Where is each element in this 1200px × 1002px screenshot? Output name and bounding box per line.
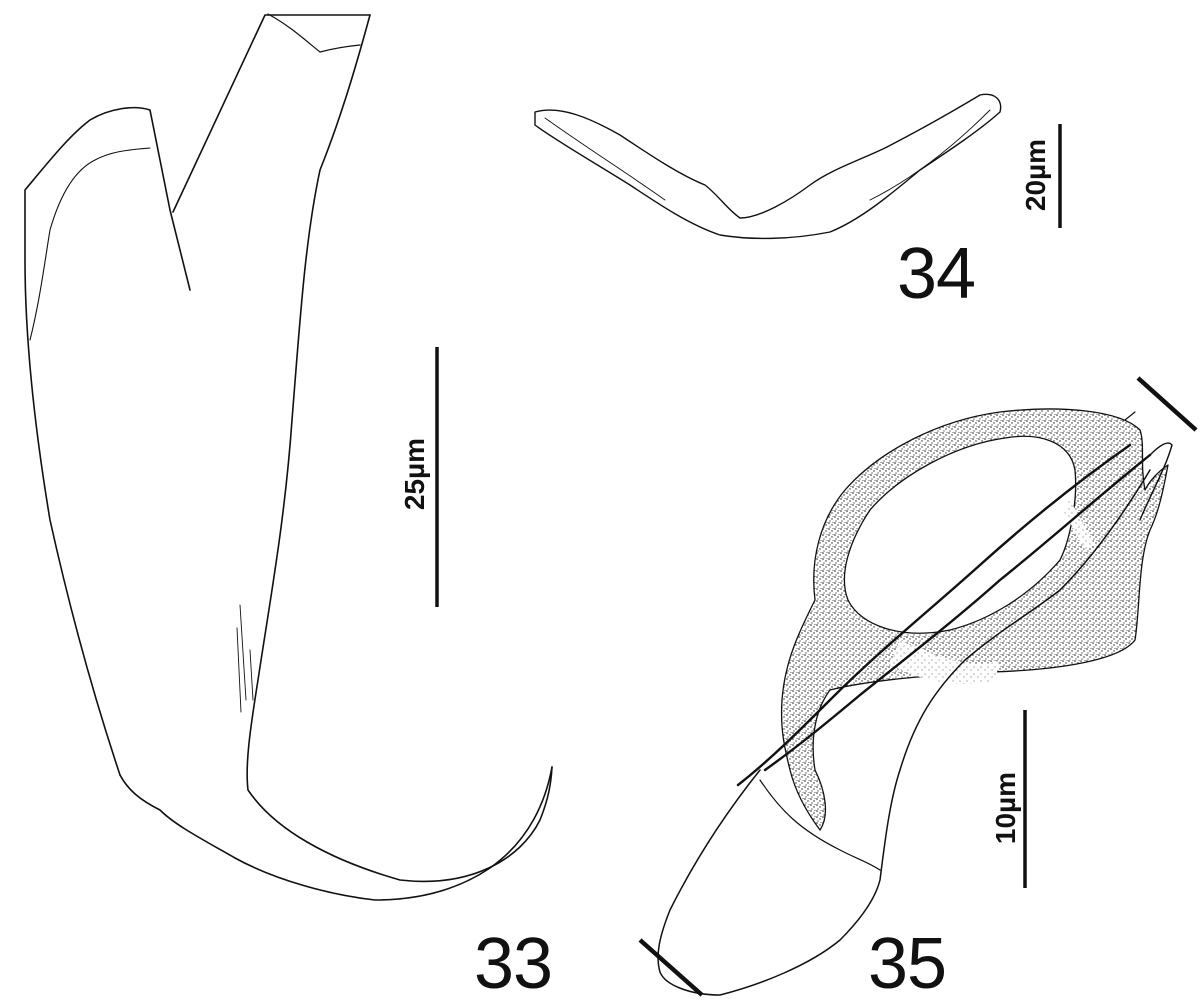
bar-drawing (534, 93, 1002, 240)
copulatory-tube (657, 469, 1151, 996)
anchor-point-inner (119, 766, 553, 901)
scale-label-33: 25µm (399, 437, 430, 511)
penis-line-1 (736, 443, 1132, 787)
anchor-deep-root (172, 14, 371, 213)
figure-number-35: 35 (868, 924, 947, 1002)
orientation-mark-top (1136, 376, 1198, 432)
anchor-drawing (24, 13, 553, 901)
anchor-inner-contour (29, 147, 151, 341)
accessory-piece (780, 408, 1169, 831)
figure-number-34: 34 (897, 234, 976, 314)
copulatory-organ-drawing (657, 408, 1173, 996)
anchor-root-cap (267, 13, 361, 53)
scale-label-34: 20µm (1020, 138, 1051, 212)
scale-label-35: 10µm (990, 771, 1021, 845)
bar-inner-line (544, 117, 666, 201)
anchor-superficial-root (24, 106, 191, 776)
bar-outline (534, 93, 1002, 240)
penis-line-2 (763, 453, 1152, 772)
figure-number-33: 33 (474, 924, 553, 1002)
orientation-mark-bottom (638, 938, 704, 997)
